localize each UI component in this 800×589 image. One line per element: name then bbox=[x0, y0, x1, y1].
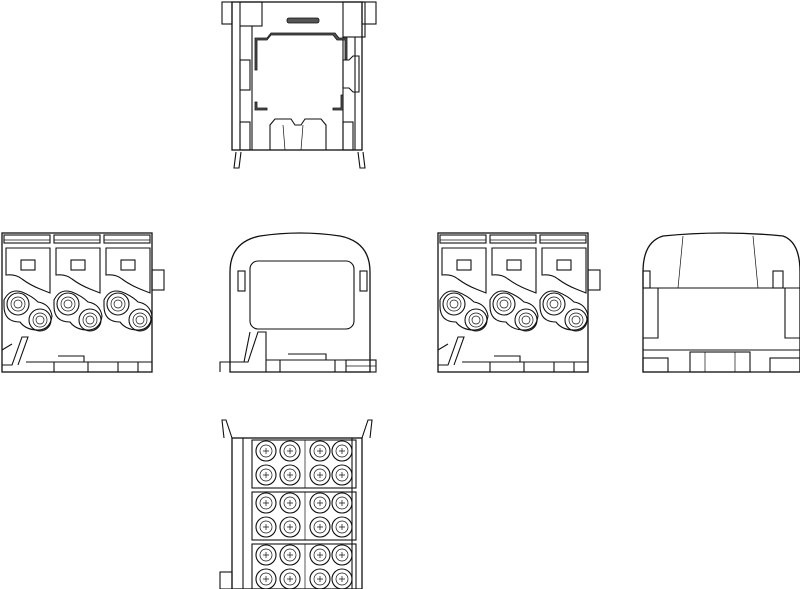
wire-entry bbox=[78, 308, 102, 332]
contact bbox=[331, 544, 353, 566]
wire-entry bbox=[6, 292, 30, 316]
contact bbox=[279, 440, 301, 462]
contact bbox=[331, 440, 353, 462]
terminal bbox=[489, 234, 539, 332]
terminal bbox=[53, 234, 103, 332]
wire-entry bbox=[442, 292, 466, 316]
wire-entry bbox=[106, 292, 130, 316]
contact bbox=[309, 544, 331, 566]
contact bbox=[255, 516, 277, 538]
contact bbox=[279, 544, 301, 566]
contact bbox=[331, 568, 353, 589]
contact bbox=[309, 568, 331, 589]
terminal bbox=[539, 234, 589, 332]
front-view bbox=[1, 232, 165, 373]
contact bbox=[309, 492, 331, 514]
contact bbox=[331, 464, 353, 486]
contact bbox=[309, 440, 331, 462]
wire-entry bbox=[514, 308, 538, 332]
contact-row bbox=[251, 439, 357, 489]
contact bbox=[255, 544, 277, 566]
contact bbox=[279, 516, 301, 538]
wire-entry bbox=[464, 308, 488, 332]
wire-entry bbox=[56, 292, 80, 316]
contact bbox=[279, 568, 301, 589]
wire-entry bbox=[542, 292, 566, 316]
contact bbox=[255, 492, 277, 514]
contact bbox=[331, 492, 353, 514]
contact bbox=[331, 516, 353, 538]
bottom-view bbox=[219, 419, 373, 589]
contact bbox=[309, 464, 331, 486]
wire-entry bbox=[28, 308, 52, 332]
contact-row bbox=[251, 543, 357, 589]
wire-entry bbox=[128, 308, 152, 332]
right-side-view bbox=[437, 232, 601, 373]
terminal bbox=[439, 234, 489, 332]
contact bbox=[255, 440, 277, 462]
left-side-view bbox=[219, 232, 377, 373]
contact-row bbox=[251, 491, 357, 541]
contact bbox=[255, 568, 277, 589]
terminal bbox=[103, 234, 153, 332]
contact bbox=[279, 492, 301, 514]
rear-view bbox=[642, 232, 800, 373]
contact bbox=[279, 464, 301, 486]
wire-entry bbox=[564, 308, 588, 332]
terminal bbox=[3, 234, 53, 332]
contact bbox=[309, 516, 331, 538]
wire-entry bbox=[492, 292, 516, 316]
contact bbox=[255, 464, 277, 486]
top-view bbox=[221, 1, 377, 169]
